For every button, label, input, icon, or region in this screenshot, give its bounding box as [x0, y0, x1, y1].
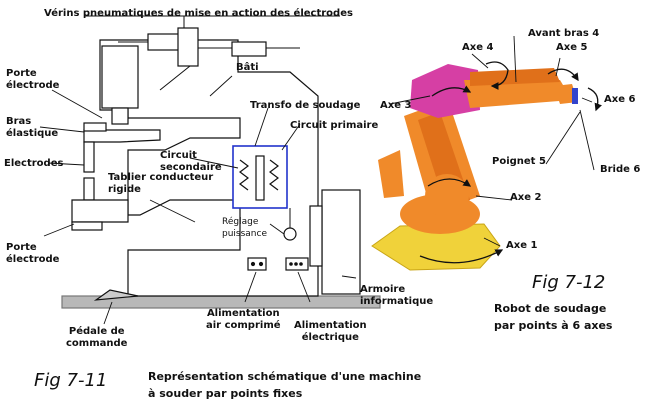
electrode-bottom — [83, 177, 95, 201]
label-armoire-line1: Armoire — [360, 284, 406, 295]
label-armoire-line2: informatique — [360, 296, 434, 307]
label-axe2: Axe 2 — [510, 192, 542, 203]
label-bati: Bâti — [236, 62, 259, 73]
label-circuit-secondaire-line1: Circuit — [160, 150, 197, 161]
frame-body — [99, 39, 319, 297]
label-axe4: Axe 4 — [462, 42, 494, 53]
label-air-line2: air comprimé — [206, 320, 281, 331]
label-elec-line2: électrique — [301, 332, 359, 343]
computer-cabinet — [321, 189, 361, 295]
secondary-coil — [239, 159, 249, 191]
label-elec: Alimentation électrique — [294, 320, 367, 344]
label-circuit-secondaire-line2: secondaire — [160, 162, 222, 173]
label-avant-bras: Avant bras 4 — [528, 28, 600, 39]
electrode-top — [83, 141, 95, 173]
label-air-line1: Alimentation — [206, 308, 280, 319]
fig-7-11-caption-line2: à souder par points fixes — [148, 387, 303, 400]
robot-shoulder — [410, 64, 480, 118]
label-porte-electrode-bottom-line1: Porte — [6, 242, 37, 253]
label-bras-elastique-line2: élastique — [6, 128, 59, 139]
label-porte-electrode-top-line1: Porte — [6, 68, 37, 79]
fig-7-12-caption-line1: Robot de soudage — [494, 302, 607, 315]
cylinder-block — [101, 45, 139, 109]
upper-electrode-holder — [83, 122, 107, 132]
lower-arm — [71, 199, 129, 223]
label-verins: Vérins pneumatiques de mise en action de… — [44, 8, 353, 19]
label-pedale: Pédale de commande — [66, 326, 127, 350]
fig-7-11-caption-line1: Représentation schématique d'une machine — [148, 370, 422, 383]
label-bride: Bride 6 — [600, 164, 641, 175]
label-bras-elastique: Bras élastique — [6, 116, 58, 140]
label-porte-electrode-bottom-line2: électrode — [6, 254, 60, 265]
fig-7-11-caption: Représentation schématique d'une machine… — [148, 368, 421, 402]
label-porte-electrode-bottom: Porte électrode — [6, 242, 59, 266]
robot-leaders — [389, 35, 595, 247]
label-transfo: Transfo de soudage — [250, 100, 361, 111]
machine-drawing — [61, 15, 381, 309]
robot-drawing — [371, 64, 578, 271]
fig-7-12-number: Fig 7-12 — [532, 272, 606, 293]
label-axe1: Axe 1 — [506, 240, 538, 251]
fig-7-12-caption-line2: par points à 6 axes — [494, 319, 613, 332]
fig-7-11-number: Fig 7-11 — [34, 370, 108, 391]
label-circuit-primaire: Circuit primaire — [290, 120, 379, 131]
primary-coil — [269, 159, 279, 191]
label-bras-elastique-line1: Bras — [6, 116, 32, 127]
label-axe5: Axe 5 — [556, 42, 588, 53]
label-air: Alimentation air comprimé — [206, 308, 281, 332]
label-pedale-line1: Pédale de — [68, 326, 125, 337]
label-armoire: Armoire informatique — [360, 284, 433, 308]
label-electrodes: Electrodes — [4, 158, 64, 169]
pedal — [93, 289, 139, 301]
label-axe6: Axe 6 — [604, 94, 636, 105]
label-elec-line1: Alimentation — [294, 320, 367, 331]
label-tablier: Tablier conducteur rigide — [108, 172, 213, 196]
robot-flange — [572, 88, 578, 104]
cylinder-2 — [177, 27, 199, 67]
label-tablier-line2: rigide — [108, 184, 141, 195]
label-reglage-line1: Réglage — [222, 217, 259, 227]
label-tablier-line1: Tablier conducteur — [108, 172, 214, 183]
robot-axis-arrows — [419, 61, 602, 264]
label-porte-electrode-top-line2: électrode — [6, 80, 60, 91]
label-circuit-secondaire: Circuit secondaire — [160, 150, 222, 174]
fig-7-12-caption: Robot de soudage par points à 6 axes — [494, 300, 612, 334]
label-poignet: Poignet 5 — [492, 156, 546, 167]
label-porte-electrode-top: Porte électrode — [6, 68, 59, 92]
robot-upper-link — [470, 68, 560, 86]
label-reglage: Réglage puissance — [222, 216, 267, 240]
label-axe3: Axe 3 — [380, 100, 412, 111]
machine-leaders — [39, 75, 357, 325]
axis2-joint — [425, 174, 469, 218]
air-supply-box — [247, 257, 267, 271]
label-reglage-line2: puissance — [222, 229, 267, 239]
label-pedale-line2: commande — [66, 338, 128, 349]
power-knob — [283, 227, 297, 241]
upper-arm — [83, 129, 161, 143]
cylinder-3 — [231, 41, 267, 57]
